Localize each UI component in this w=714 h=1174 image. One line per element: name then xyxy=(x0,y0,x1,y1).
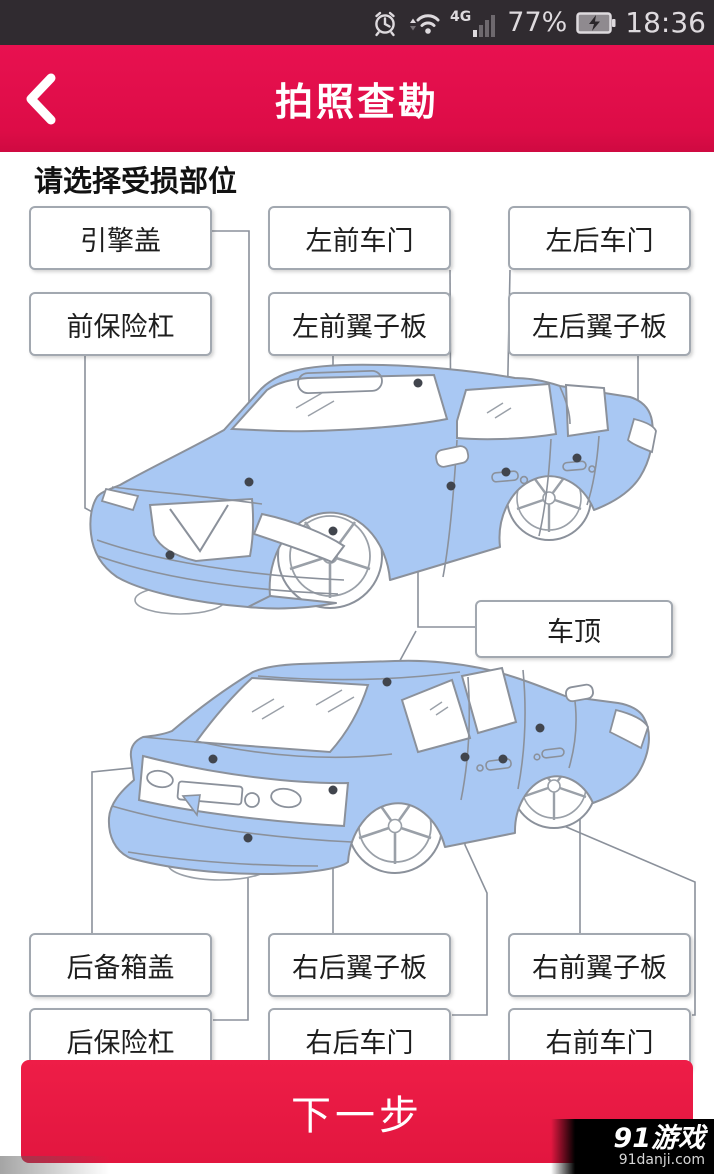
title-bar: 拍照查勘 xyxy=(0,45,714,152)
part-button-left-front-door[interactable]: 左前车门 xyxy=(268,206,451,270)
alarm-icon xyxy=(372,9,398,37)
chevron-left-icon xyxy=(26,73,56,125)
car-front-view xyxy=(89,363,657,615)
leader-dots xyxy=(165,378,582,843)
part-button-engine-hood[interactable]: 引擎盖 xyxy=(29,206,212,270)
part-button-front-bumper[interactable]: 前保险杠 xyxy=(29,292,212,356)
part-button-right-front-fender[interactable]: 右前翼子板 xyxy=(508,933,691,997)
clock-label: 18:36 xyxy=(625,5,706,39)
part-button-roof[interactable]: 车顶 xyxy=(475,600,673,658)
battery-charging-icon xyxy=(576,11,616,35)
signal-strength-icon: 4G xyxy=(450,8,498,38)
wifi-icon xyxy=(407,9,441,37)
watermark-brand: 91游戏 xyxy=(613,1122,705,1154)
corner-smudge xyxy=(0,1156,110,1174)
instruction-text: 请选择受损部位 xyxy=(34,164,238,198)
page-title: 拍照查勘 xyxy=(274,80,439,124)
status-bar: 4G 77% 18:36 xyxy=(0,0,714,45)
part-button-trunk-lid[interactable]: 后备箱盖 xyxy=(29,933,212,997)
part-button-left-rear-door[interactable]: 左后车门 xyxy=(508,206,691,270)
network-type-label: 4G xyxy=(450,8,472,25)
watermark-badge: 91游戏 91danji.com xyxy=(551,1119,714,1174)
back-button[interactable] xyxy=(16,69,64,129)
part-button-left-front-fender[interactable]: 左前翼子板 xyxy=(268,292,451,356)
part-button-left-rear-fender[interactable]: 左后翼子板 xyxy=(508,292,691,356)
watermark-site: 91danji.com xyxy=(618,1151,705,1168)
part-button-right-rear-fender[interactable]: 右后翼子板 xyxy=(268,933,451,997)
car-rear-view xyxy=(107,659,650,881)
battery-percent-label: 77% xyxy=(507,7,568,38)
